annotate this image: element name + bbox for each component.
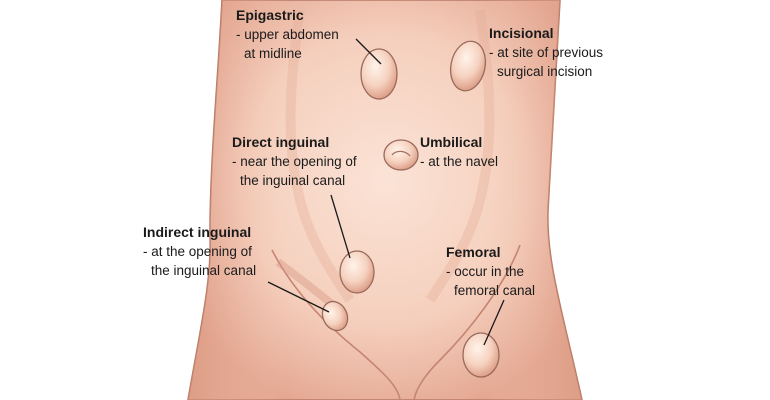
groin-crease-right <box>413 244 521 400</box>
label-indirect-inguinal-line-2: the inguinal canal <box>151 263 257 278</box>
label-direct-inguinal-title: Direct inguinal <box>232 134 330 150</box>
label-umbilical-line-1: - at the navel <box>420 154 499 169</box>
label-indirect-inguinal-line-1: - at the opening of <box>143 244 252 259</box>
label-epigastric: Epigastric - upper abdomen at midline <box>236 6 339 63</box>
label-incisional-title: Incisional <box>489 25 554 41</box>
leader-line-indirect-inguinal <box>267 281 330 313</box>
label-direct-inguinal-line-1: - near the opening of <box>232 154 357 169</box>
label-incisional-line-2: surgical incision <box>497 64 593 79</box>
label-epigastric-line-1: - upper abdomen <box>236 27 339 42</box>
label-incisional-line-1: - at site of previous <box>489 45 604 60</box>
abdominal-contour-left <box>285 9 355 303</box>
hernia-bulge-incisional <box>449 40 487 92</box>
abdominal-contour-right <box>425 9 495 303</box>
hernia-bulge-umbilical <box>383 139 419 171</box>
label-incisional: Incisional - at site of previous surgica… <box>489 24 603 81</box>
label-direct-inguinal-line-2: the inguinal canal <box>240 173 346 188</box>
label-umbilical: Umbilical - at the navel <box>420 133 498 171</box>
hernia-bulge-direct-inguinal <box>339 250 375 294</box>
hernia-bulge-epigastric <box>360 48 398 100</box>
label-femoral-line-2: femoral canal <box>454 283 536 298</box>
leader-line-epigastric <box>355 38 382 65</box>
leader-line-direct-inguinal <box>330 194 351 259</box>
label-indirect-inguinal-title: Indirect inguinal <box>143 224 252 240</box>
label-femoral-line-1: - occur in the <box>446 264 525 279</box>
label-direct-inguinal: Direct inguinal - near the opening of th… <box>232 133 357 190</box>
torso-side-shading <box>188 0 582 400</box>
label-indirect-inguinal: Indirect inguinal - at the opening of th… <box>143 223 256 280</box>
hernia-bulge-indirect-inguinal <box>321 300 349 332</box>
label-femoral: Femoral - occur in the femoral canal <box>446 243 535 300</box>
label-femoral-title: Femoral <box>446 244 501 260</box>
hernia-bulge-femoral <box>462 332 500 378</box>
label-epigastric-line-2: at midline <box>244 46 302 61</box>
groin-crease-left <box>271 249 401 400</box>
label-epigastric-title: Epigastric <box>236 7 304 23</box>
label-umbilical-title: Umbilical <box>420 134 483 150</box>
leader-line-femoral <box>483 299 505 346</box>
